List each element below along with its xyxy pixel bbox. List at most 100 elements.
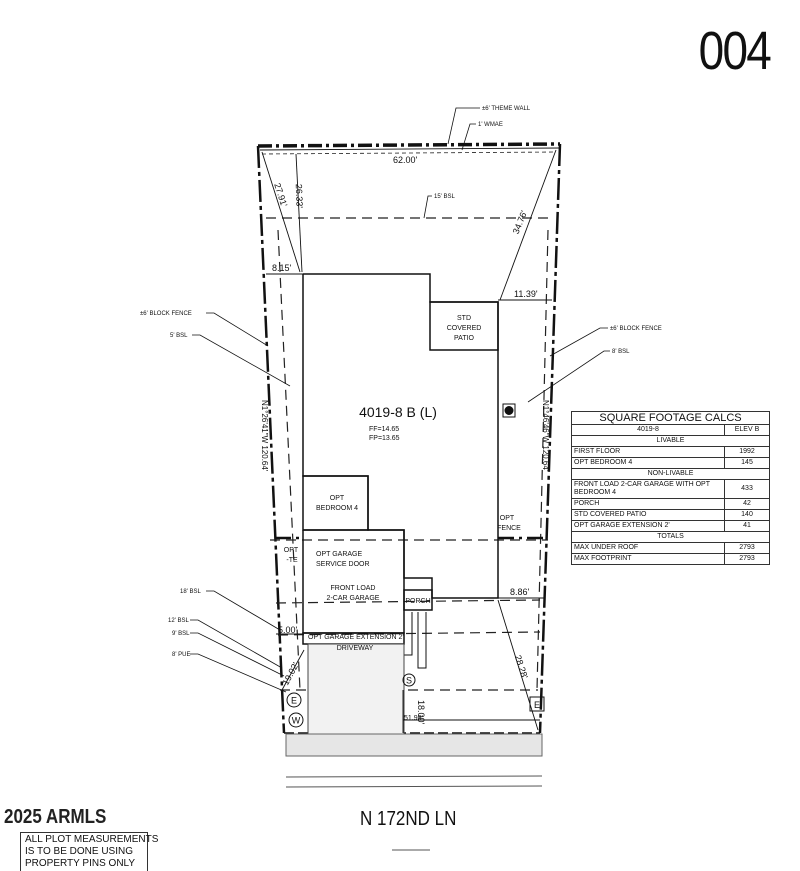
- callout-bsl-18: 18' BSL: [180, 589, 201, 595]
- callout-bsl-9: 9' BSL: [172, 631, 190, 637]
- dim-rear-left-a: 27.91': [272, 182, 289, 208]
- callout-block-fence-left: ±6' BLOCK FENCE: [140, 311, 192, 317]
- table-title: SQUARE FOOTAGE CALCS: [571, 411, 770, 425]
- sheet-number: 004: [698, 21, 772, 81]
- garage-label-2: 2-CAR GARAGE: [327, 595, 380, 602]
- room-labels: STD COVERED PATIO OPT BEDROOM 4 FRONT LO…: [284, 315, 521, 652]
- table-row-value: 145: [724, 457, 770, 469]
- note-line-1: ALL PLOT MEASUREMENTS: [25, 834, 159, 845]
- dim-front-right: 8.86': [510, 587, 530, 597]
- table-row-name: FRONT LOAD 2-CAR GARAGE WITH OPT BEDROOM…: [571, 479, 725, 499]
- plan-number-cell: 4019-8: [571, 424, 725, 436]
- dim-front-width: 51.98': [404, 715, 423, 722]
- callout-pue: 8' PUE: [172, 652, 191, 658]
- table-row-name: MAX FOOTPRINT: [571, 553, 725, 565]
- table-row-value: 41: [724, 520, 770, 532]
- callout-rear-bsl: 15' BSL: [434, 194, 455, 200]
- gate-left-label-1: OPT: [284, 547, 299, 554]
- table-row-name: PORCH: [571, 498, 725, 510]
- gate-right-label-2: FENCE: [497, 525, 521, 532]
- dim-rear-left-b: 26.33': [294, 184, 305, 209]
- plan-ff: FF=14.65: [369, 426, 399, 433]
- dim-front-left-b: 19.02': [280, 660, 300, 686]
- dim-front-left: 5.00': [278, 625, 298, 635]
- table-row-name: MAX UNDER ROOF: [571, 542, 725, 554]
- dim-rear-width: 62.00': [393, 155, 418, 165]
- dim-side-right: 11.39': [514, 289, 538, 299]
- table-row: OPT GARAGE EXTENSION 2'41: [571, 520, 770, 532]
- extension-label: OPT GARAGE EXTENSION 2': [308, 634, 404, 641]
- note-line-2: IS TO BE DONE USING: [25, 846, 133, 857]
- street-frontage: [285, 733, 543, 851]
- bedroom-label-1: OPT: [330, 495, 345, 502]
- note-line-3: PROPERTY PINS ONLY: [25, 858, 136, 869]
- table-row-name: STD COVERED PATIO: [571, 509, 725, 521]
- table-section-label: NON-LIVABLE: [571, 468, 770, 480]
- table-section-label: LIVABLE: [571, 435, 770, 447]
- driveway-area: [307, 643, 405, 735]
- callout-bsl-right: 8' BSL: [612, 349, 630, 355]
- patio-label-3: PATIO: [454, 335, 475, 342]
- garage-label-1: FRONT LOAD: [331, 585, 376, 592]
- table-row-value: 2793: [724, 553, 770, 565]
- utility-markers: [286, 403, 545, 728]
- porch-label: PORCH: [405, 598, 430, 605]
- house-footprint: [302, 273, 499, 669]
- table-section-row: TOTALS: [571, 531, 770, 543]
- driveway-label: DRIVEWAY: [337, 645, 374, 652]
- table-section-row: NON-LIVABLE: [571, 468, 770, 480]
- table-row-value: 1992: [724, 446, 770, 458]
- bedroom-label-2: BEDROOM 4: [316, 505, 358, 512]
- table-row-value: 42: [724, 498, 770, 510]
- plan-name: 4019-8 B (L): [359, 404, 437, 420]
- table-row-value: 433: [724, 479, 770, 499]
- callout-labels: ±6' THEME WALL 1' WMAE 15' BSL ±6' BLOCK…: [140, 106, 662, 658]
- square-footage-body: SQUARE FOOTAGE CALCS 4019-8 ELEV B LIVAB…: [571, 411, 770, 565]
- setback-lines: [261, 151, 557, 691]
- dim-drive-depth: 18.00': [416, 700, 426, 725]
- sewer-marker: S: [406, 676, 412, 686]
- callout-bsl-12: 12' BSL: [168, 618, 189, 624]
- callout-leaders: [190, 107, 610, 693]
- table-row-value: 2793: [724, 542, 770, 554]
- dimension-lines: [259, 147, 561, 733]
- electric-marker-right: E: [534, 700, 540, 710]
- table-section-row: LIVABLE: [571, 435, 770, 447]
- service-door-label-1: OPT GARAGE: [316, 551, 362, 558]
- callout-bsl-left: 5' BSL: [170, 333, 188, 339]
- table-row: FRONT LOAD 2-CAR GARAGE WITH OPT BEDROOM…: [571, 479, 770, 499]
- plan-fp: FP=13.65: [369, 435, 400, 442]
- patio-label-2: COVERED: [447, 325, 482, 332]
- square-footage-table: SQUARE FOOTAGE CALCS 4019-8 ELEV B LIVAB…: [571, 411, 770, 565]
- table-row-name: OPT BEDROOM 4: [571, 457, 725, 469]
- service-door-label-2: SERVICE DOOR: [316, 561, 370, 568]
- patio-label-1: STD: [457, 315, 471, 322]
- table-section-label: TOTALS: [571, 531, 770, 543]
- armls-stamp: 2025 ARMLS: [4, 806, 107, 828]
- water-marker: W: [292, 716, 301, 726]
- table-title-row: SQUARE FOOTAGE CALCS: [571, 411, 770, 425]
- callout-theme-wall: ±6' THEME WALL: [482, 106, 531, 112]
- street-name: N 172ND LN: [360, 808, 457, 830]
- table-row-value: 140: [724, 509, 770, 521]
- callout-wmae: 1' WMAE: [478, 122, 503, 128]
- elevation-cell: ELEV B: [724, 424, 770, 436]
- dim-side-left: 8.15': [272, 263, 292, 273]
- dim-lot-right: N1°46'46"W 120.64': [541, 400, 550, 472]
- gate-left-label-2: -TE: [286, 557, 298, 564]
- electric-marker: E: [291, 696, 297, 706]
- callout-block-fence-right: ±6' BLOCK FENCE: [610, 326, 662, 332]
- gate-right-label-1: OPT: [500, 515, 515, 522]
- table-header-row: 4019-8 ELEV B: [571, 424, 770, 436]
- dim-front-right-b: 28.28': [513, 654, 530, 680]
- dim-lot-left: N1°26'41"W 120.64': [260, 400, 269, 472]
- table-row-name: FIRST FLOOR: [571, 446, 725, 458]
- dim-rear-right: 34.76': [511, 209, 529, 235]
